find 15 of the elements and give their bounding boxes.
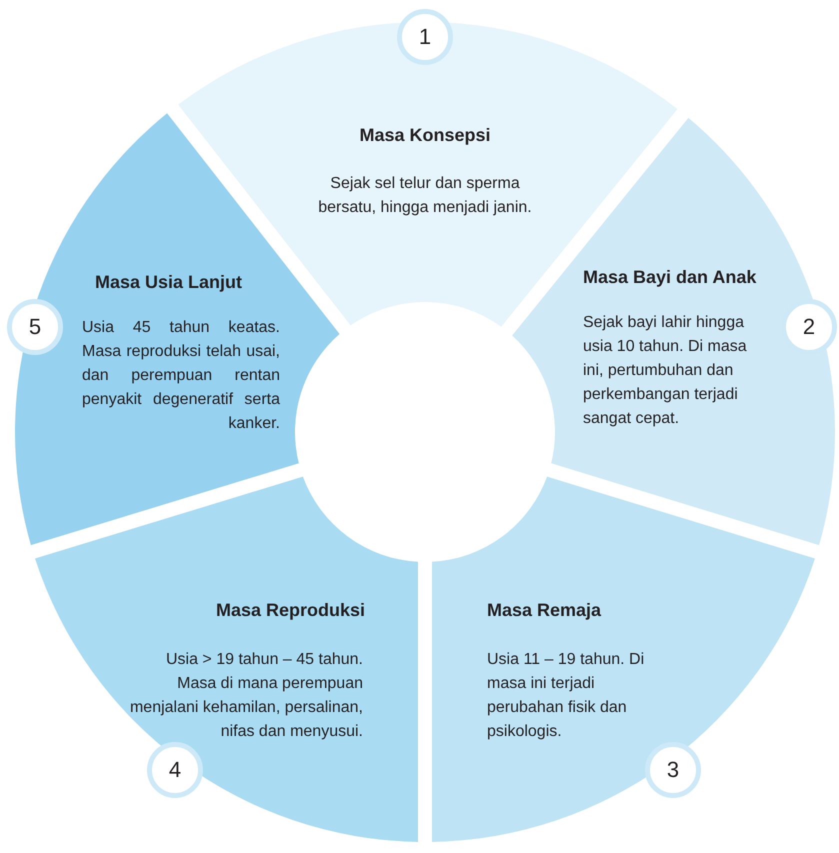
segment-description: Sejak sel telur dan sperma bersatu, hingga menjadi janin. — [317, 174, 533, 218]
segment-heading: Masa Bayi dan Anak — [583, 266, 756, 288]
segment-description: Usia 11 – 19 tahun. Di masa ini terjadi perubahan fisik dan psikologis. — [487, 650, 646, 742]
segment-description: Usia 45 tahun keatas. Masa reproduksi telah usai, dan perempuan rentan penyakit degeneratif serta kanker. — [82, 318, 280, 434]
segment-description: Sejak bayi lahir hingga usia 10 tahun. Di masa ini, pertumbuhan dan perkembangan terjadi sangat cepat. — [583, 313, 748, 429]
segment-heading: Masa Remaja — [487, 599, 602, 621]
ring-segment — [431, 476, 815, 842]
step-number: 5 — [7, 299, 63, 355]
segment-heading: Masa Usia Lanjut — [95, 271, 242, 293]
step-number: 4 — [147, 742, 203, 798]
segment-heading: Masa Konsepsi — [359, 124, 491, 146]
segment-heading: Masa Reproduksi — [216, 599, 365, 621]
ring-segment — [35, 476, 419, 842]
step-number: 3 — [645, 742, 701, 798]
segment-description: Usia > 19 tahun – 45 tahun. Masa di mana perempuan menjalani kehamilan, persalinan, nifas dan menyusui. — [128, 650, 363, 742]
